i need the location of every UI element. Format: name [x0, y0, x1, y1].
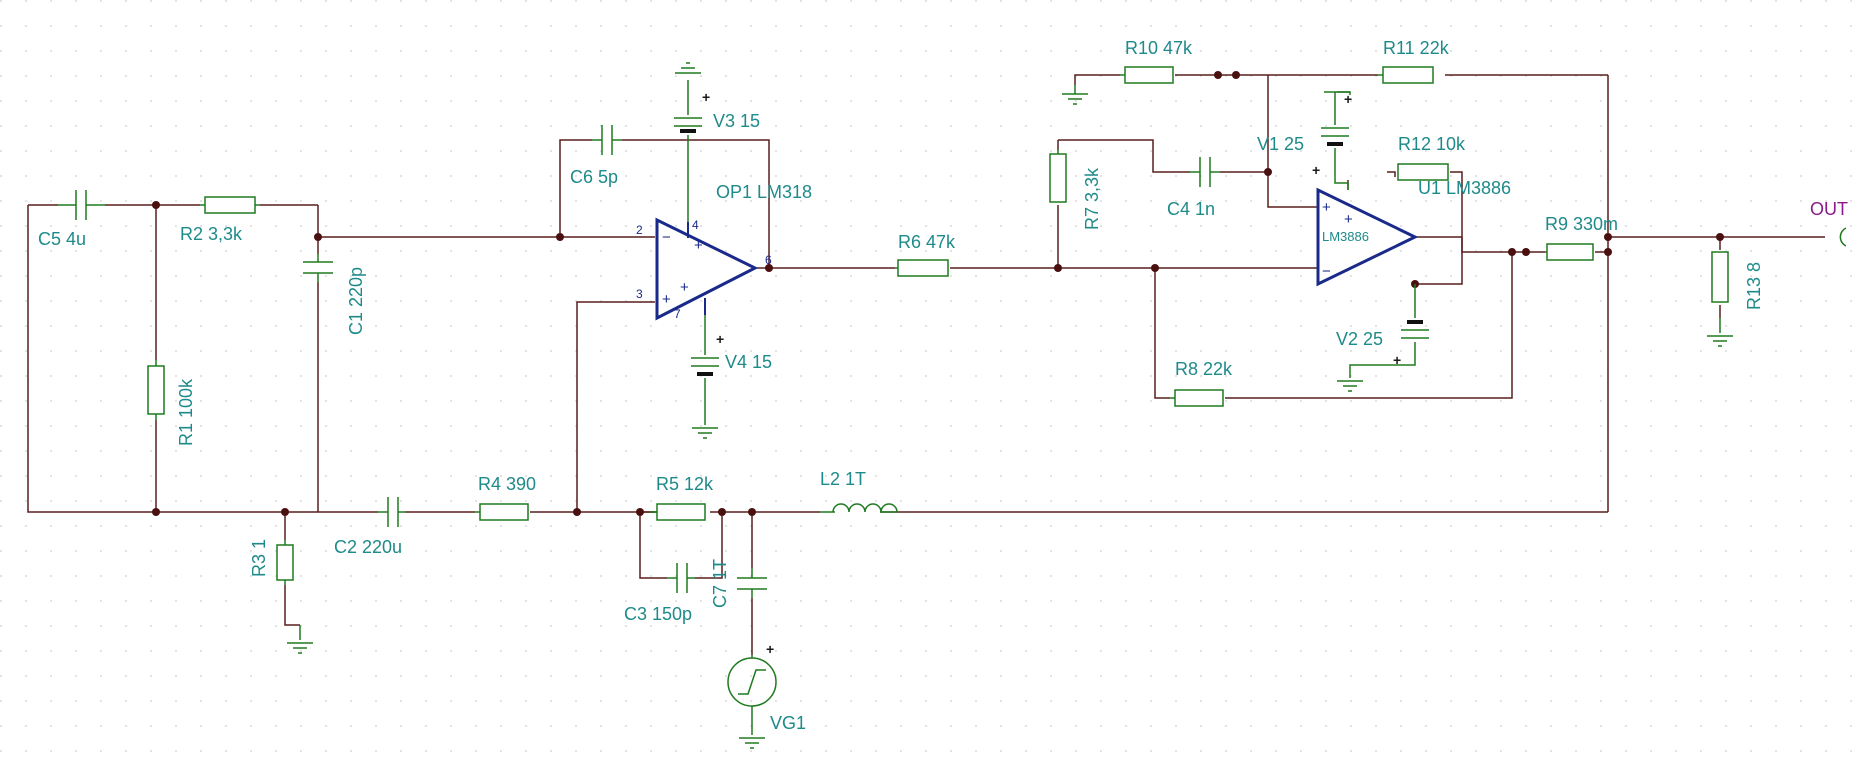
resistor-r10[interactable] [1120, 66, 1174, 84]
sign-u1-plus: + [1322, 199, 1331, 216]
resistor-r1[interactable] [147, 360, 165, 420]
ground-symbols [287, 85, 1733, 749]
resistor-r2[interactable] [200, 196, 260, 214]
pol-v2: + [1393, 352, 1401, 368]
label-v3: V3 15 [713, 111, 760, 131]
label-r4: R4 390 [478, 474, 536, 494]
ground-vg1 [739, 715, 765, 749]
label-r9: R9 330m [1545, 214, 1618, 234]
label-c7: C7 1T [710, 559, 730, 608]
wires [27, 74, 1825, 655]
label-c4: C4 1n [1167, 199, 1215, 219]
capacitor-c6[interactable] [592, 125, 622, 155]
junction-dots [152, 71, 1724, 516]
capacitor-c7[interactable] [737, 568, 767, 598]
resistor-r5[interactable] [650, 503, 706, 521]
label-r3: R3 1 [249, 539, 269, 577]
label-r8: R8 22k [1175, 359, 1233, 379]
resistor-r3[interactable] [276, 540, 294, 585]
pin-op1-bot: 7 [674, 307, 681, 321]
sign-op1-plus: + [662, 291, 671, 308]
label-r13: R13 8 [1744, 262, 1764, 310]
sign-op1-bot-plus: + [680, 279, 689, 296]
battery-v2[interactable] [1337, 284, 1429, 392]
label-v4: V4 15 [725, 352, 772, 372]
label-c5: C5 4u [38, 229, 86, 249]
resistor-r13[interactable] [1711, 251, 1729, 303]
label-r10: R10 47k [1125, 38, 1193, 58]
pol-v1-top: + [1344, 91, 1352, 107]
label-v2: V2 25 [1336, 329, 1383, 349]
resistor-r7[interactable] [1049, 150, 1067, 203]
capacitor-c4[interactable] [1190, 157, 1220, 187]
label-r11: R11 22k [1383, 38, 1450, 58]
capacitors [58, 125, 1220, 598]
battery-v3[interactable] [674, 62, 702, 222]
resistor-r9[interactable] [1545, 243, 1594, 261]
label-r5: R5 12k [656, 474, 714, 494]
signal-source-vg1[interactable] [727, 655, 777, 715]
opamp-pin-labels: 2 3 4 7 6 − + + + + − + [636, 199, 1353, 321]
resistor-r11[interactable] [1378, 66, 1434, 84]
battery-v4[interactable] [691, 315, 719, 439]
pol-v4: + [716, 331, 724, 347]
label-c6: C6 5p [570, 167, 618, 187]
capacitor-c3[interactable] [667, 563, 695, 593]
pin-op1-out: 6 [765, 253, 772, 267]
inductor-l2[interactable] [820, 503, 898, 513]
sign-u1-minus: − [1322, 263, 1331, 280]
battery-v1[interactable] [1321, 91, 1351, 190]
label-v1: V1 25 [1257, 134, 1304, 154]
capacitor-c2[interactable] [378, 497, 405, 527]
label-c3: C3 150p [624, 604, 692, 624]
label-u1: U1 LM3886 [1418, 178, 1511, 198]
pin-op1-minus: 2 [636, 223, 643, 237]
ground-r3 [287, 625, 313, 654]
output-port[interactable] [1839, 227, 1847, 247]
label-r1: R1 100k [176, 378, 196, 446]
pol-vg1: + [766, 641, 774, 657]
label-u1-inner: LM3886 [1322, 229, 1369, 244]
label-l2: L2 1T [820, 469, 866, 489]
opamp-op1[interactable] [655, 217, 759, 321]
pol-v3: + [702, 89, 710, 105]
label-r7: R7 3,3k [1082, 167, 1102, 230]
label-r12: R12 10k [1398, 134, 1466, 154]
resistors [147, 66, 1729, 585]
sign-u1-top-plus: + [1344, 211, 1353, 228]
ground-r10 [1062, 85, 1088, 105]
resistor-r6[interactable] [895, 259, 949, 277]
resistor-r12[interactable] [1397, 163, 1449, 181]
sign-op1-top-plus: + [694, 237, 703, 254]
label-c1: C1 220p [346, 267, 366, 335]
label-r6: R6 47k [898, 232, 956, 252]
battery-polarity: + + + + + + [702, 89, 1401, 657]
resistor-r8[interactable] [1170, 389, 1224, 407]
label-vg1: VG1 [770, 713, 806, 733]
label-out: OUT [1810, 199, 1848, 219]
pol-v1: + [1312, 162, 1320, 178]
label-r2: R2 3,3k [180, 224, 243, 244]
label-op1: OP1 LM318 [716, 182, 812, 202]
sign-op1-minus: − [662, 229, 671, 246]
pin-op1-top: 4 [692, 218, 699, 232]
resistor-r4[interactable] [475, 503, 529, 521]
opamp-u1[interactable] [1316, 187, 1419, 287]
component-labels: C5 4u R2 3,3k C1 220p R1 100k R3 1 C2 22… [38, 38, 1848, 733]
capacitor-c1[interactable] [303, 254, 333, 282]
capacitor-c5[interactable] [58, 190, 105, 220]
ground-r13 [1707, 318, 1733, 347]
pin-op1-plus: 3 [636, 287, 643, 301]
label-c2: C2 220u [334, 537, 402, 557]
